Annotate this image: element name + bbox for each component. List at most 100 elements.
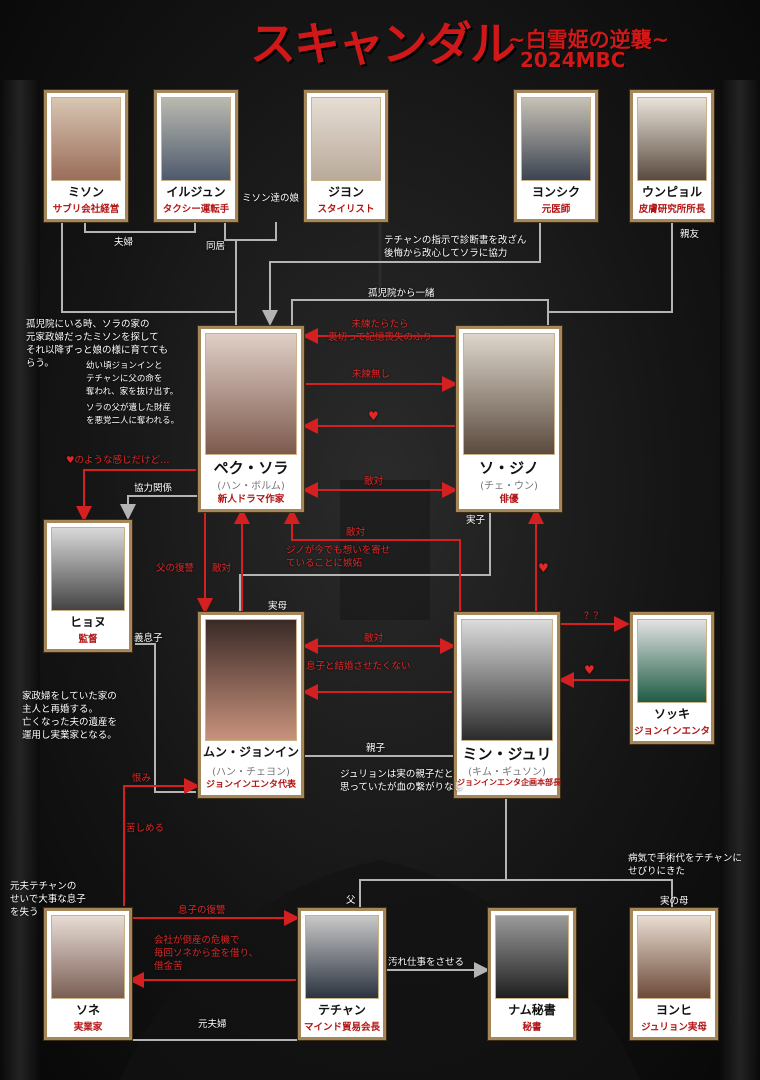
label-heart-like: ♥のような感じだけど…: [66, 455, 170, 466]
label-doukyo: 同居: [206, 241, 226, 252]
name-sokki: ソッキ: [653, 707, 690, 721]
label-kurushimeru: 苦しめる: [126, 823, 165, 834]
name-sone: ソネ: [75, 1003, 100, 1017]
card-jongin[interactable]: ムン・ジョンイン (ハン・チェヨン) ジョンインエンタ代表: [198, 612, 304, 798]
photo-sokki: [637, 619, 707, 703]
line-mison-sora: [61, 222, 237, 328]
photo-iljun: [161, 97, 231, 181]
label-musuko-fukushu: 息子の復讐: [178, 905, 226, 916]
role-yonhi: ジュリョン実母: [641, 1022, 707, 1033]
line-juri-yonhi: [506, 879, 673, 908]
name-jino: ソ・ジノ: [479, 459, 539, 477]
photo-hyonu: [51, 527, 125, 611]
label-jitsuko: 実子: [466, 515, 486, 526]
photo-nam: [495, 915, 569, 999]
role-juri: ジョンインエンタ企画本部長: [457, 778, 561, 787]
label-juri-note: ジュリョンは実の親子だと 思っていたが血の繋がりなし: [340, 769, 464, 793]
label-yonshik-note: テチャンの指示で診断書を改ざん 後悔から改心してソラに協力: [384, 235, 527, 259]
card-nam[interactable]: ナム秘書 秘書: [488, 908, 576, 1040]
title-year: 2024MBC: [520, 48, 626, 72]
actor-jino: (チェ・ウン): [480, 481, 538, 492]
title-main: スキャンダル: [250, 17, 516, 71]
label-musuko-kekkon: 息子と結婚させたくない: [306, 661, 411, 672]
photo-unpil: [637, 97, 707, 181]
photo-tecyan: [305, 915, 379, 999]
name-juri: ミン・ジュリ: [462, 745, 552, 763]
label-oyako: 親子: [366, 743, 386, 754]
name-iljun: イルジュン: [166, 185, 226, 199]
label-jitsuno-haha: 実の母: [660, 896, 689, 907]
label-kaisha-note: 会社が倒産の危機で 毎回ソネから金を借り、 借金苦: [154, 935, 259, 972]
photo-juri: [461, 619, 553, 741]
drama-title: スキャンダル ~白雪姫の逆襲~ 2024MBC: [250, 8, 690, 88]
label-mison-musume: ミソン達の娘: [242, 193, 300, 204]
name-hyonu: ヒョヌ: [69, 615, 106, 629]
label-jino-omoi: ジノが今でも想いを寄せ ていることに嫉妬: [286, 545, 391, 569]
label-sora-note-3: ソラの父が遺した財産 を悪党二人に奪われる。: [86, 403, 180, 426]
name-nam: ナム秘書: [508, 1003, 556, 1017]
photo-yonhi: [637, 915, 711, 999]
line-unpil-jino: [547, 222, 673, 328]
role-sokki: ジョンインエンタ: [633, 726, 710, 737]
label-urami: 恨み: [132, 773, 152, 784]
label-gimusuko: 義息子: [134, 633, 163, 644]
role-nam: 秘書: [522, 1022, 542, 1033]
card-unpil[interactable]: ウンピョル 皮膚研究所所長: [630, 90, 714, 222]
role-tecyan: マインド貿易会長: [303, 1022, 380, 1033]
line-iljun-sora: [224, 222, 237, 328]
role-jino: 俳優: [499, 494, 519, 505]
label-chichi-fukushu: 父の復讐: [156, 563, 195, 574]
role-yonshik: 元医師: [541, 204, 571, 215]
label-kojiin: 孤児院から一緒: [368, 288, 435, 299]
label-jitsubo: 実母: [268, 601, 288, 612]
card-jiyon[interactable]: ジヨン スタイリスト: [304, 90, 388, 222]
label-byouki: 病気で手術代をテチャンに せびりにきた: [628, 853, 742, 877]
photo-sora: [205, 333, 297, 455]
card-sora[interactable]: ペク・ソラ (ハン・ボルム) 新人ドラマ作家: [198, 326, 304, 512]
photo-sone: [51, 915, 125, 999]
label-sora-note-1: 孤児院にいる時、ソラの家の 元家政婦だったミソンを探して それ以降ずっと娘の様に…: [26, 319, 169, 369]
photo-yonshik: [521, 97, 591, 181]
role-sone: 実業家: [73, 1022, 103, 1033]
card-jino[interactable]: ソ・ジノ (チェ・ウン) 俳優: [456, 326, 562, 512]
line-jiyon: [236, 222, 277, 241]
name-tecyan: テチャン: [318, 1003, 366, 1017]
line-jealousy: [284, 508, 461, 612]
name-sora: ペク・ソラ: [213, 459, 289, 477]
role-mison: サブリ会社経営: [52, 204, 120, 215]
line-jino-jongin: [239, 510, 491, 612]
card-mison[interactable]: ミソン サブリ会社経営: [44, 90, 128, 222]
label-miren: 未練たらたら 裏切って記憶喪失のふり: [328, 319, 433, 343]
label-mirennashi: 未練無し: [352, 369, 391, 380]
line-orphanage: [291, 299, 549, 328]
card-sone[interactable]: ソネ 実業家: [44, 908, 132, 1040]
photo-jiyon: [311, 97, 381, 181]
name-yonhi: ヨンヒ: [655, 1003, 692, 1017]
line-juri-tecyan: [359, 792, 507, 908]
card-yonhi[interactable]: ヨンヒ ジュリョン実母: [630, 908, 718, 1040]
card-sokki[interactable]: ソッキ ジョンインエンタ: [630, 612, 714, 744]
label-heart-1: ♥: [368, 409, 379, 423]
card-tecyan[interactable]: テチャン マインド貿易会長: [298, 908, 386, 1040]
photo-mison: [51, 97, 121, 181]
actor-juri: (キム・ギュソン): [468, 767, 546, 778]
line-yonshik-sora: [262, 222, 541, 326]
card-hyonu[interactable]: ヒョヌ 監督: [44, 520, 132, 652]
label-jongin-note: 家政婦をしていた家の 主人と再婚する。 亡くなった夫の遺産を 運用し実業家となる…: [22, 691, 118, 741]
label-fuufu: 夫婦: [114, 237, 134, 248]
role-sora: 新人ドラマ作家: [217, 494, 285, 505]
label-kyoryoku: 協力関係: [134, 483, 173, 494]
card-juri[interactable]: ミン・ジュリ (キム・ギュソン) ジョンインエンタ企画本部長: [454, 612, 561, 798]
label-qq: ？？: [584, 611, 604, 622]
photo-jino: [463, 333, 555, 455]
line-hyonu-jongin: [135, 643, 196, 793]
card-iljun[interactable]: イルジュン タクシー運転手: [154, 90, 238, 222]
title-subtitle: ~白雪姫の逆襲~: [508, 28, 670, 52]
name-yonshik: ヨンシク: [531, 185, 580, 199]
photo-jongin: [205, 619, 297, 741]
label-sone-note: 元夫テチャンの せいで大事な息子 を失う: [10, 881, 86, 918]
card-yonshik[interactable]: ヨンシク 元医師: [514, 90, 598, 222]
label-chichi: 父: [346, 895, 356, 906]
label-tekitai-3: 敵対: [212, 563, 232, 574]
